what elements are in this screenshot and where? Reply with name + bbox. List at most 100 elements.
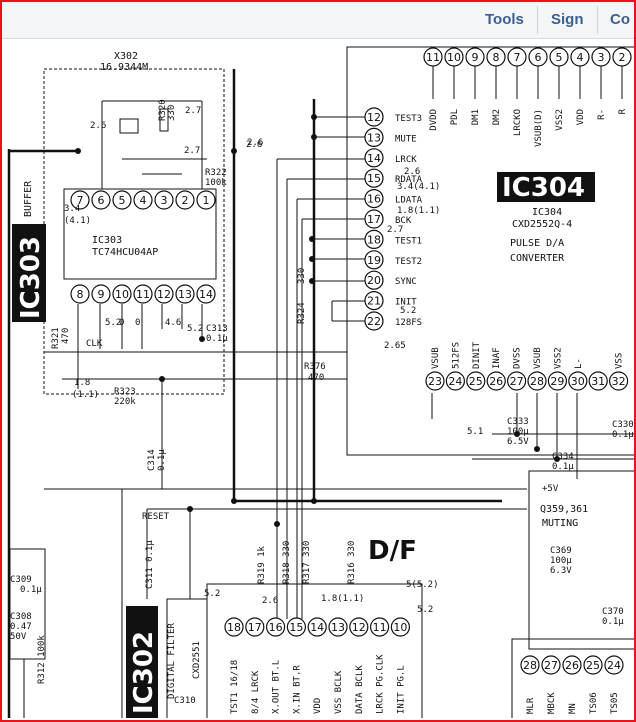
comment-button[interactable]: Co	[610, 11, 630, 28]
ic303-body	[63, 188, 217, 280]
tools-button[interactable]: Tools	[485, 11, 524, 28]
ic302-pin-18: 18	[224, 617, 244, 637]
ic304-pin-label: BCK	[395, 216, 412, 226]
r320-val: 330	[167, 105, 177, 121]
svg-text:13: 13	[367, 131, 381, 144]
ic302-pin-label: LRCK PG.CLK	[376, 654, 386, 714]
c333-ref: C333	[507, 417, 529, 427]
svg-text:10: 10	[393, 621, 407, 634]
ic304-pin-label: MUTE	[395, 134, 417, 144]
ic304-top-pins: 11DVDD10PDL9DM18DM27LRCKO6VSUB(D)5VSS24V…	[423, 47, 632, 147]
ic302-desc: DIGITAL FILTER	[167, 623, 177, 699]
crystal-freq: 16.9344M	[100, 62, 148, 73]
svg-text:5: 5	[119, 194, 126, 207]
ic304-pin-label: 512FS	[451, 342, 461, 369]
ic303-pin-1: 1	[196, 190, 216, 210]
ic304-pin-23: 23	[425, 371, 445, 391]
c334-ref: C334	[552, 452, 574, 462]
ic304-pin-4: 4	[570, 47, 590, 67]
svg-text:27: 27	[544, 659, 558, 672]
ic302-pin-label: X.OUT BT.L	[272, 660, 282, 714]
r320-ref: R320	[158, 99, 168, 121]
ic303-pin-7: 7	[70, 190, 90, 210]
ic304-pin-label: R	[618, 108, 628, 114]
ic304-pin-label: PDL	[450, 109, 460, 125]
voltage-annotations: 2.62.72.72.62.63.4(4.1)1.8(1.1)2.75.22.6…	[64, 106, 483, 615]
ic304-pin-11: 11	[423, 47, 443, 67]
svg-text:27: 27	[510, 375, 524, 388]
ic302-pin-10: 10	[390, 617, 410, 637]
clk-label: CLK	[86, 339, 103, 349]
voltage-label: 2.6	[262, 596, 278, 606]
ic304-pin-7: 7	[507, 47, 527, 67]
svg-text:6: 6	[535, 51, 542, 64]
ic302-pin-label: 8/4 LRCK	[251, 670, 261, 714]
c310-ref: C310	[174, 696, 196, 706]
ic304-pin-label: VSS2	[555, 109, 565, 131]
ic304-pin-label: L-	[574, 358, 584, 369]
svg-text:13: 13	[178, 288, 192, 301]
ic302-pin-14: 14	[307, 617, 327, 637]
ic303-pin-13: 13	[175, 284, 195, 304]
voltage-label: 2.6	[246, 140, 262, 150]
ic302-pin-16: 16	[266, 617, 286, 637]
ic304-pin-32: 32	[608, 371, 629, 391]
ic304-pin-13: 13	[364, 127, 384, 148]
ic303-part: TC74HCU04AP	[92, 247, 158, 258]
ic304-pin-label: INAF	[492, 347, 502, 369]
q359-label: Q359,361	[540, 504, 588, 515]
ic304-pin-8: 8	[486, 47, 506, 67]
voltage-label: 2.7	[387, 225, 403, 235]
r322-ref: R322	[205, 168, 227, 178]
ic302-pin-label: X.IN BT.R	[292, 665, 302, 714]
svg-text:9: 9	[98, 288, 105, 301]
svg-text:4: 4	[140, 194, 147, 207]
ic304-pin-20: 20	[364, 270, 384, 290]
r324-val: 330	[297, 268, 307, 284]
viewer-toolbar: Tools Sign Co	[2, 2, 634, 39]
ic304-pin-2: 2	[612, 47, 632, 67]
svg-text:28: 28	[530, 375, 544, 388]
voltage-label: 4.6	[165, 318, 181, 328]
svg-text:7: 7	[77, 194, 84, 207]
ic304-pin-3: 3	[591, 47, 611, 67]
crystal-x302	[119, 118, 139, 134]
svg-text:15: 15	[289, 621, 303, 634]
svg-text:15: 15	[367, 172, 381, 185]
voltage-label: 1.8(1.1)	[397, 206, 440, 216]
ic304-pin-label: VSUB	[533, 347, 543, 369]
svg-text:2: 2	[619, 51, 626, 64]
ic303-label: IC303	[16, 236, 46, 319]
svg-text:6: 6	[98, 194, 105, 207]
voltage-label: 2.6	[404, 167, 420, 177]
ic304-pin-label: TEST1	[395, 236, 422, 246]
voltage-label: 0	[135, 318, 140, 328]
voltage-label: 5(5.2)	[406, 580, 439, 590]
svg-text:24: 24	[607, 659, 621, 672]
ic303-pin-5: 5	[112, 190, 132, 210]
sign-button[interactable]: Sign	[551, 11, 584, 28]
reset-label: RESET	[142, 512, 170, 522]
muting-pin-label: TS05	[610, 692, 620, 714]
ic302-pin-label: VDD	[313, 698, 323, 714]
resistor-r320	[159, 108, 169, 132]
svg-text:26: 26	[489, 375, 503, 388]
ic304-ref: IC304	[532, 207, 562, 218]
ic303-enclosure	[43, 68, 225, 395]
svg-text:12: 12	[367, 111, 381, 124]
ic304-pin-label: VSUB	[431, 347, 441, 369]
ic304-pin-29: 29	[547, 371, 568, 391]
ic304-pin-9: 9	[465, 47, 485, 67]
ic304-pin-28: 28	[527, 371, 547, 391]
ic304-pin-18: 18	[364, 229, 384, 249]
svg-text:14: 14	[199, 288, 213, 301]
ic304-pin-label: TEST2	[395, 257, 422, 267]
voltage-label: 5.2	[204, 589, 220, 599]
ic302-part: CXD2551	[192, 641, 202, 679]
schematic-diagram: 11DVDD10PDL9DM18DM27LRCKO6VSUB(D)5VSS24V…	[7, 46, 634, 718]
ic304-pin-22: 22	[364, 311, 384, 331]
voltage-label: 2.6	[247, 138, 263, 148]
c334-val: 0.1μ	[552, 462, 574, 472]
svg-text:7: 7	[514, 51, 521, 64]
voltage-label: 2.65	[384, 341, 406, 351]
